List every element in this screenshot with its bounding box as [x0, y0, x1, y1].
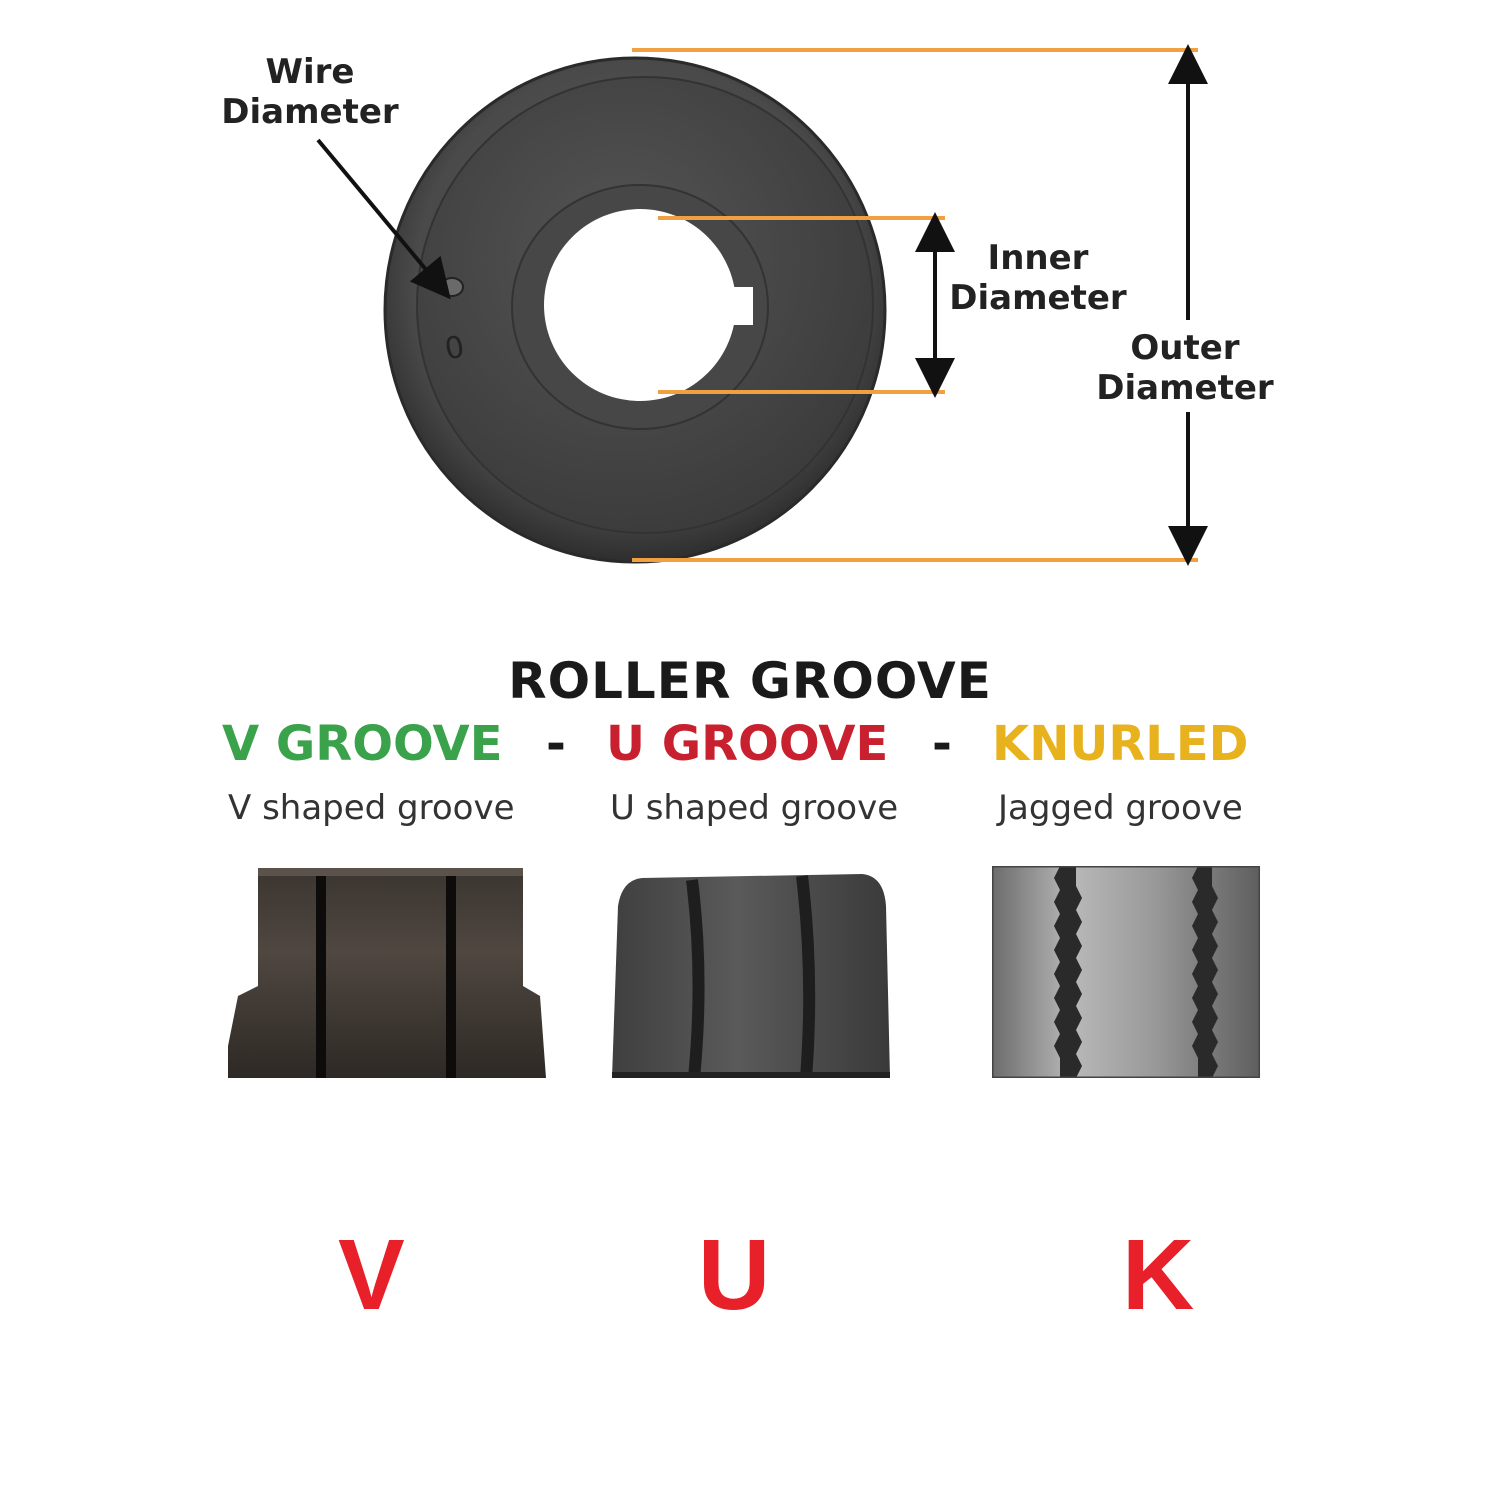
- roller-marking: 0: [442, 329, 468, 368]
- groove-description-u: U shaped groove: [610, 788, 899, 828]
- groove-name-knurled: KNURLED: [992, 716, 1249, 772]
- knurled-roller-image: [992, 866, 1260, 1078]
- outer-diameter-label: Outer Diameter: [1085, 328, 1285, 408]
- groove-name-u: U GROOVE: [606, 716, 889, 772]
- wire-diameter-label-line2: Diameter: [221, 92, 399, 132]
- wire-hole: [440, 277, 464, 297]
- inner-diameter-label: Inner Diameter: [938, 238, 1138, 318]
- letter-u: U: [698, 1219, 771, 1331]
- wire-diameter-label-line1: Wire: [265, 52, 355, 92]
- section-title: ROLLER GROOVE: [508, 652, 992, 710]
- outer-diameter-label-line2: Diameter: [1096, 368, 1274, 408]
- groove-name-v: V GROOVE: [222, 716, 503, 772]
- u-groove-roller-image: [612, 874, 890, 1078]
- groove-description-knurled: Jagged groove: [998, 788, 1243, 828]
- separator-2: -: [932, 716, 952, 772]
- outer-diameter-label-line1: Outer: [1130, 328, 1240, 368]
- letter-v: V: [338, 1219, 405, 1331]
- roller-diagram: [316, 43, 1208, 566]
- inner-diameter-label-line1: Inner: [987, 238, 1089, 278]
- wire-diameter-pointer: [316, 138, 451, 300]
- v-groove-roller-image: [228, 868, 546, 1078]
- keyway-notch: [705, 287, 753, 325]
- groove-description-v: V shaped groove: [228, 788, 515, 828]
- letter-k: K: [1122, 1219, 1195, 1331]
- inner-diameter-label-line2: Diameter: [949, 278, 1127, 318]
- separator-1: -: [546, 716, 566, 772]
- groove-types-row: V GROOVE - U GROOVE - KNURLED: [0, 716, 1500, 786]
- wire-diameter-label: Wire Diameter: [205, 52, 415, 132]
- roller-bore: [544, 209, 736, 401]
